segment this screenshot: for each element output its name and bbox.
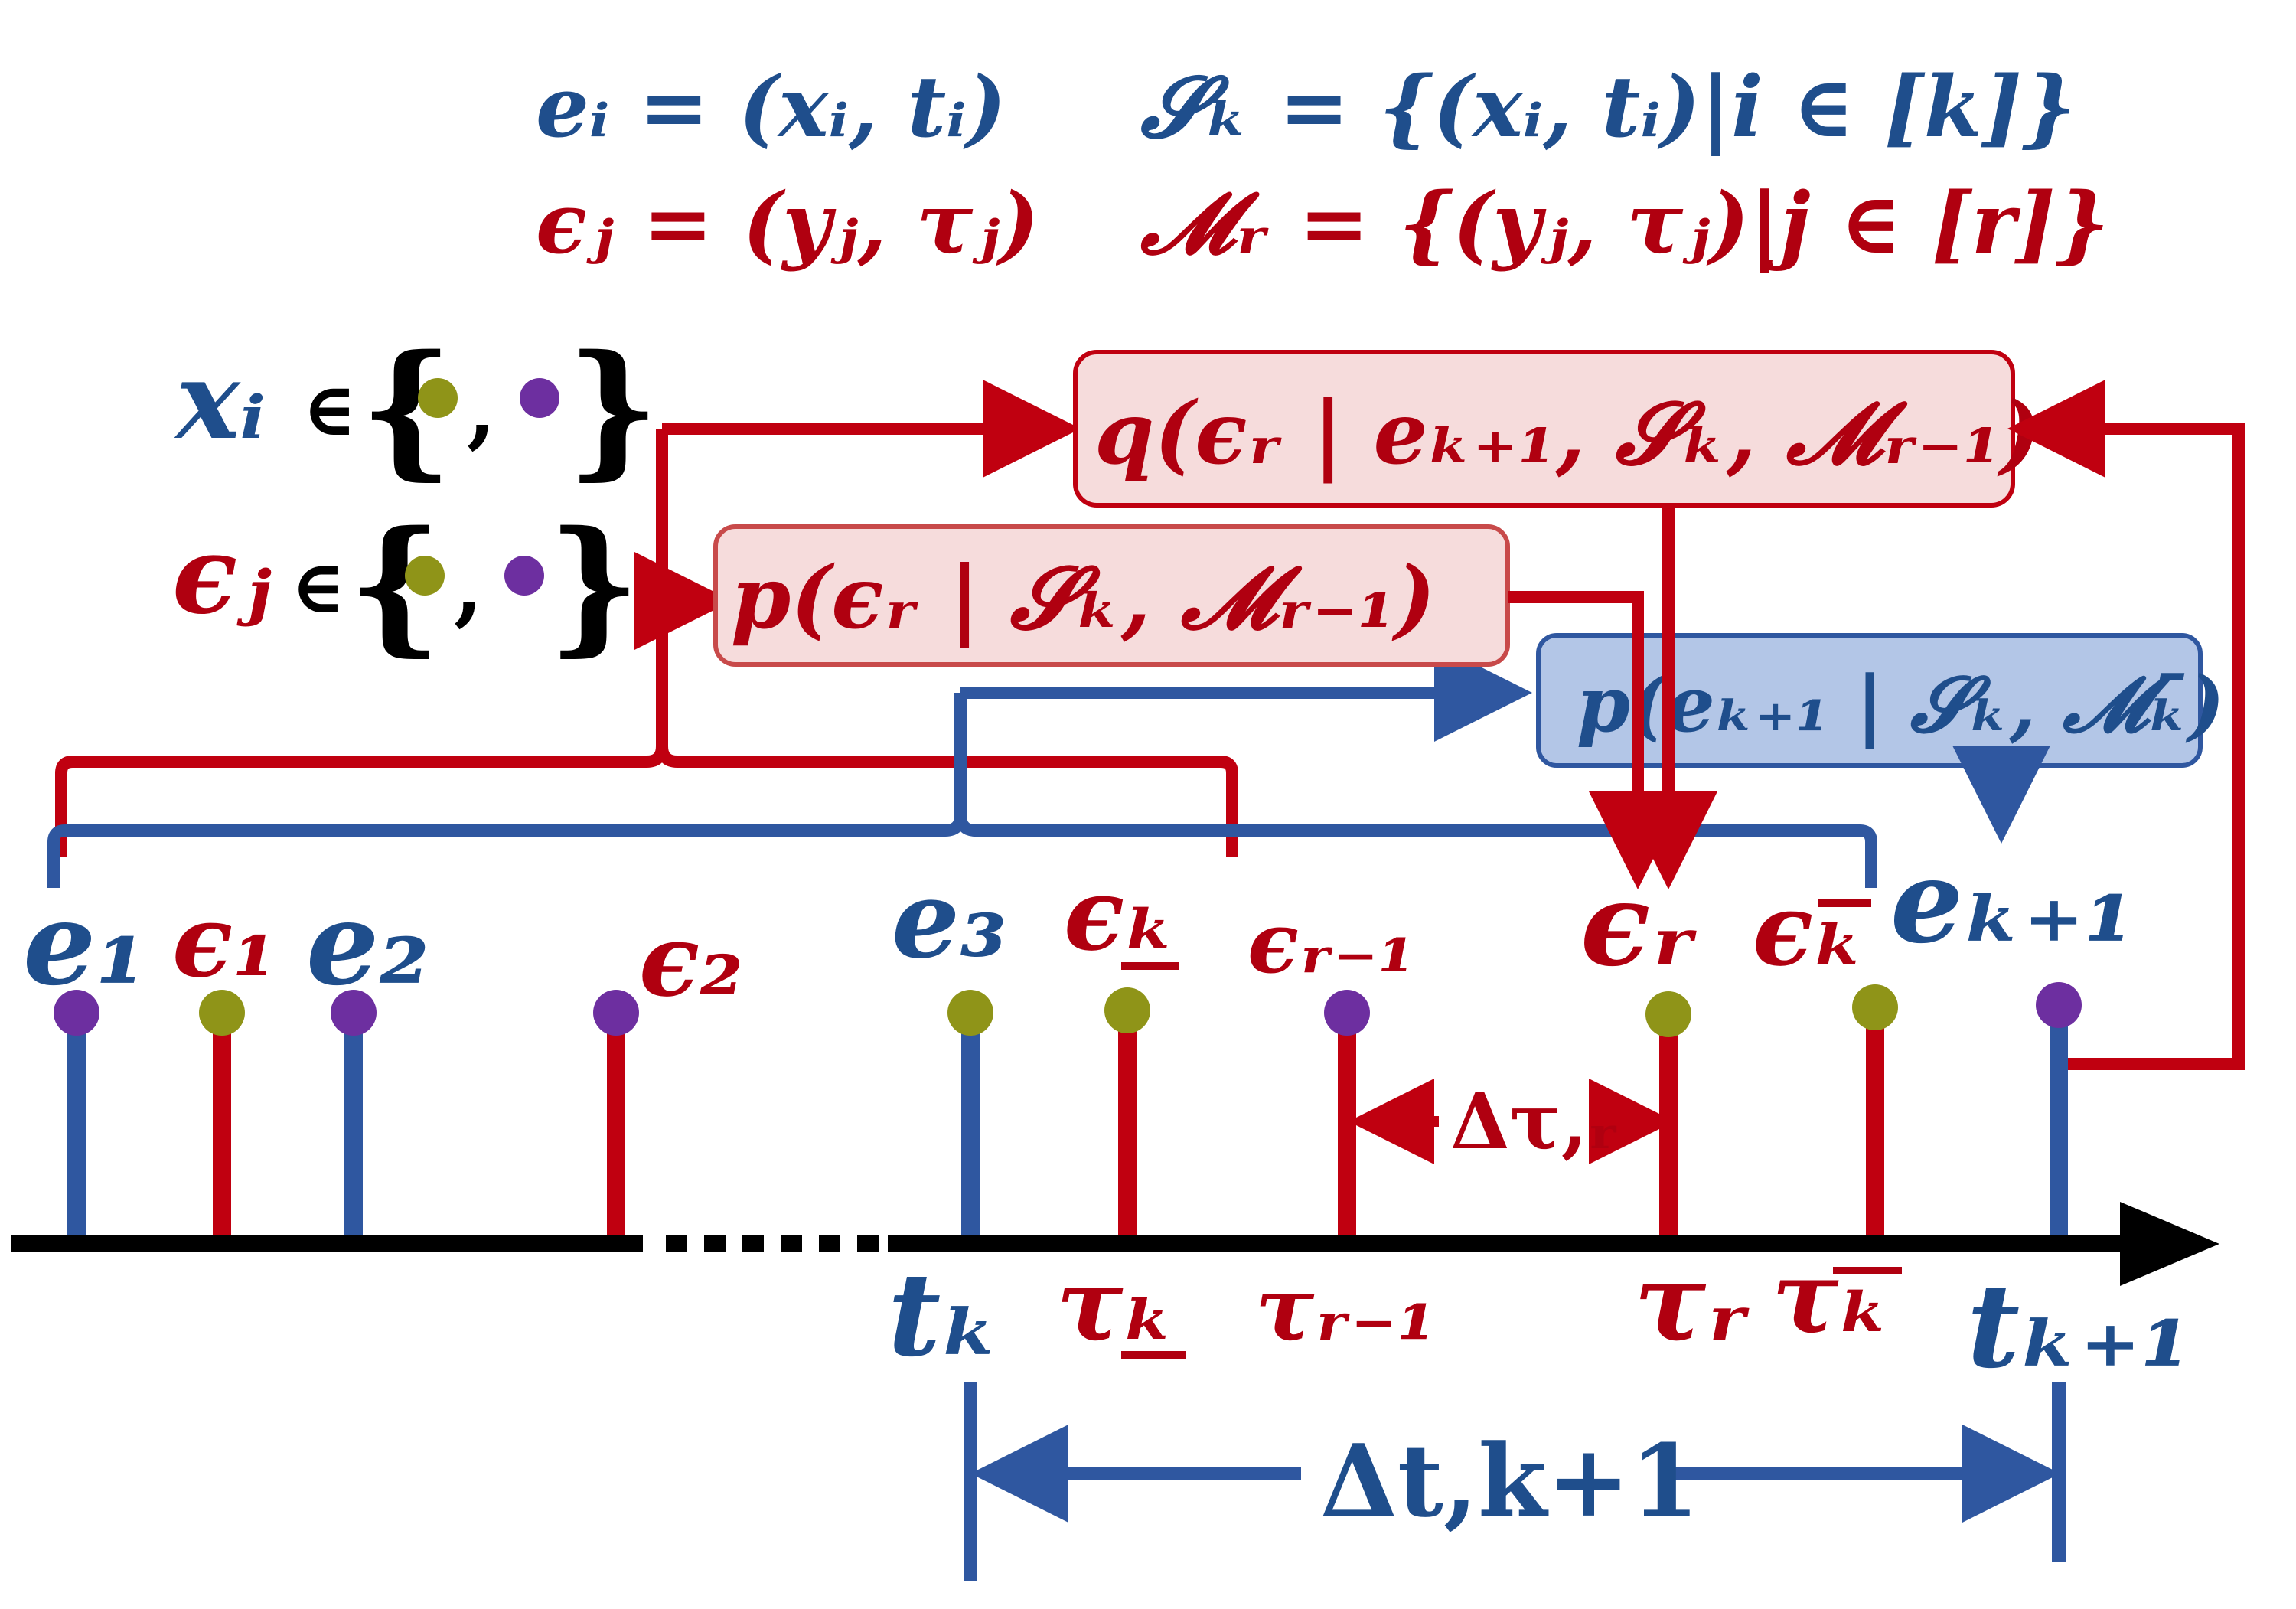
legend-x-label: xᵢ — [174, 338, 266, 464]
q-box: q(ϵᵣ | eₖ₊₁, 𝓢ₖ, 𝓜ᵣ₋₁) — [1073, 350, 2041, 508]
dot-eps2 — [593, 990, 639, 1036]
label-e2: e₂ — [306, 876, 429, 1011]
label-t-k: tₖ — [888, 1248, 1001, 1382]
label-tau-k-bar: τₖ — [1772, 1239, 1891, 1356]
legend: xᵢ ∈ { , } ϵⱼ ∈ { , } — [172, 323, 660, 670]
dot-eps-k-bar — [1852, 984, 1898, 1030]
legend-eps-member: ∈ — [291, 543, 345, 630]
label-eps-r: ϵᵣ — [1580, 857, 1698, 992]
pe-box-label: p(eₖ₊₁ | 𝓢ₖ, 𝓜ₖ̄) — [1577, 659, 2225, 749]
label-tau-r: τᵣ — [1634, 1240, 1750, 1366]
label-eps1: ϵ₁ — [172, 883, 276, 1000]
dot-eps-k-under — [1104, 987, 1150, 1033]
label-eps-k-bar: ϵₖ — [1753, 871, 1865, 988]
legend-eps-purple-dot — [504, 556, 544, 596]
event-stems — [54, 982, 2082, 1236]
legend-x-purple-dot — [520, 378, 559, 418]
M-definition: 𝓜ᵣ = {(yⱼ, τⱼ)|j ∈ [r]} — [1140, 174, 2109, 273]
label-t-k-plus-1: tₖ₊₁ — [1967, 1259, 2191, 1394]
S-definition: 𝓢ₖ = {(xᵢ, tᵢ)|i ∈ [k]} — [1140, 57, 2076, 157]
legend-x-member: ∈ — [302, 366, 357, 452]
legend-x-close-brace: } — [566, 323, 660, 494]
label-tau-r-minus-1: τᵣ₋₁ — [1255, 1258, 1436, 1361]
dot-e3 — [947, 990, 993, 1036]
feedback-arrow-to-q — [2007, 380, 2245, 1070]
e-definition: eᵢ = (xᵢ, tᵢ) — [536, 57, 1006, 156]
legend-eps-olive-dot — [405, 556, 445, 596]
dot-eps1 — [199, 990, 245, 1036]
dot-eps-r-minus-1 — [1324, 990, 1370, 1036]
delta-t-interval: Δt,k+1 — [964, 1382, 2066, 1581]
label-eps2: ϵ₂ — [639, 902, 743, 1019]
blue-history-brace — [47, 693, 1877, 888]
label-eps-k-under: ϵₖ — [1064, 856, 1176, 973]
axis-labels: tₖ τₖ τᵣ₋₁ τᵣ τₖ tₖ₊₁ — [888, 1239, 2191, 1394]
q-box-label: q(ϵᵣ | eₖ₊₁, 𝓢ₖ, 𝓜ᵣ₋₁) — [1094, 383, 2041, 484]
axis-arrowhead — [2120, 1202, 2219, 1286]
legend-eps-close-brace: } — [547, 499, 641, 670]
p-to-eps-r-arrow — [1508, 591, 1687, 889]
dot-e-k-plus-1 — [2036, 982, 2082, 1028]
delta-tau-interval: Δτ,ᵣ — [1349, 1076, 1675, 1167]
dot-eps-r — [1645, 991, 1691, 1037]
eps-definition: ϵⱼ = (yⱼ, τⱼ) — [536, 174, 1039, 273]
legend-eps-comma: , — [454, 537, 483, 635]
legend-eps-label: ϵⱼ — [172, 513, 272, 638]
label-eps-r-minus-1: ϵᵣ₋₁ — [1247, 893, 1415, 992]
dot-e2 — [331, 990, 377, 1036]
pe-box: p(eₖ₊₁ | 𝓢ₖ, 𝓜ₖ̄) — [1536, 633, 2225, 768]
label-tau-k-under: τₖ — [1056, 1246, 1176, 1363]
red-history-brace — [55, 429, 1238, 857]
time-axis — [11, 1202, 2219, 1286]
p-box-label: p(ϵᵣ | 𝓢ₖ, 𝓜ᵣ₋₁) — [731, 548, 1436, 648]
delta-tau-label: Δτ,ᵣ — [1450, 1076, 1619, 1167]
label-e1: e₁ — [23, 876, 146, 1011]
definitions: eᵢ = (xᵢ, tᵢ) 𝓢ₖ = {(xᵢ, tᵢ)|i ∈ [k]} ϵⱼ… — [536, 57, 2109, 273]
p-box: p(ϵᵣ | 𝓢ₖ, 𝓜ᵣ₋₁) — [713, 524, 1510, 667]
delta-t-label: Δt,k+1 — [1320, 1422, 1700, 1539]
event-labels: e₁ ϵ₁ e₂ ϵ₂ e₃ ϵₖ ϵᵣ₋₁ ϵᵣ ϵₖ eₖ₊₁ — [23, 834, 2135, 1019]
label-e3: e₃ — [892, 857, 1006, 983]
label-e-k-plus-1: eₖ₊₁ — [1890, 834, 2135, 969]
dot-e1 — [54, 990, 99, 1036]
legend-x-comma: , — [467, 359, 496, 458]
legend-x-olive-dot — [418, 378, 458, 418]
